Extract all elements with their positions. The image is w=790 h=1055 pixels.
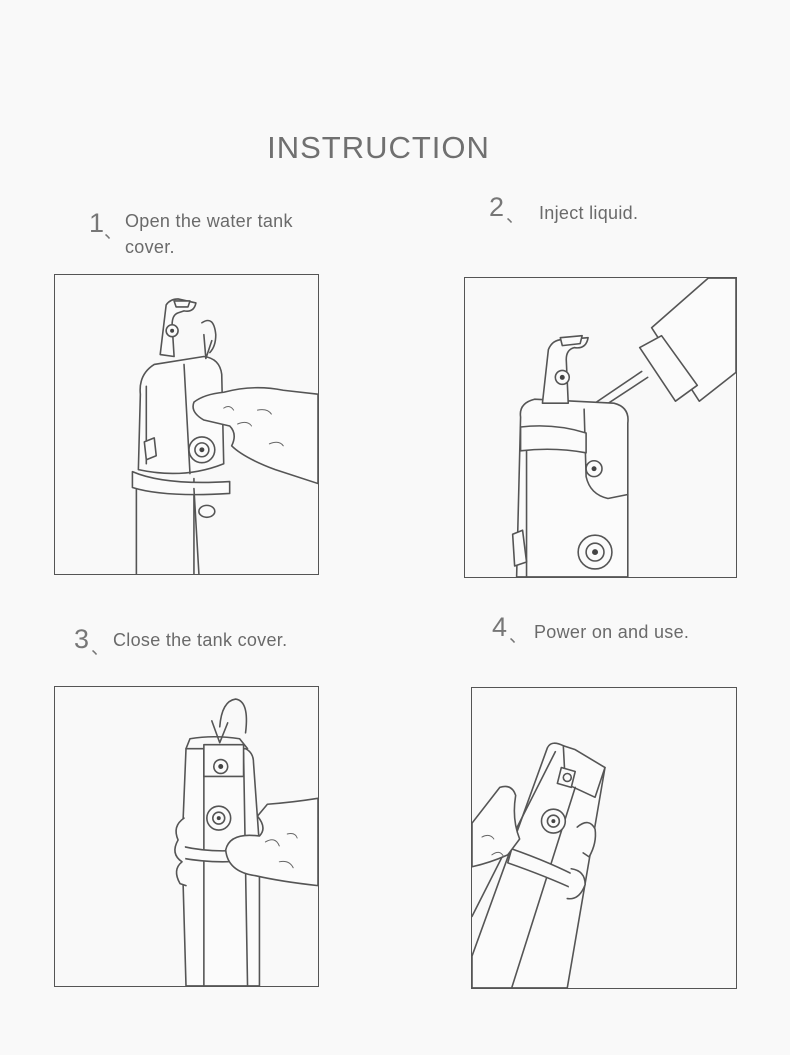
step-3-number: 3 <box>74 624 89 655</box>
step-1-text-cont: cover. <box>125 234 175 260</box>
step-2-illustration <box>464 277 737 578</box>
step-3-illustration <box>54 686 319 987</box>
open-cover-drawing <box>55 275 318 574</box>
power-on-drawing <box>472 688 736 988</box>
step-3-text: Close the tank cover. <box>113 627 287 653</box>
step-1-illustration <box>54 274 319 575</box>
step-1-separator: 、 <box>104 218 122 244</box>
step-2-separator: 、 <box>506 202 524 228</box>
step-4-text: Power on and use. <box>534 619 689 645</box>
step-4-separator: 、 <box>509 622 527 648</box>
step-2-number: 2 <box>489 192 504 223</box>
close-cover-drawing <box>55 687 318 986</box>
step-1-number: 1 <box>89 208 104 239</box>
step-4-number: 4 <box>492 612 507 643</box>
inject-liquid-drawing <box>465 278 736 577</box>
step-4-illustration <box>471 687 737 989</box>
step-1-text: Open the water tank <box>125 208 293 234</box>
page-title: INSTRUCTION <box>0 130 757 166</box>
step-3-separator: 、 <box>91 634 109 660</box>
step-2-text: Inject liquid. <box>539 200 638 226</box>
